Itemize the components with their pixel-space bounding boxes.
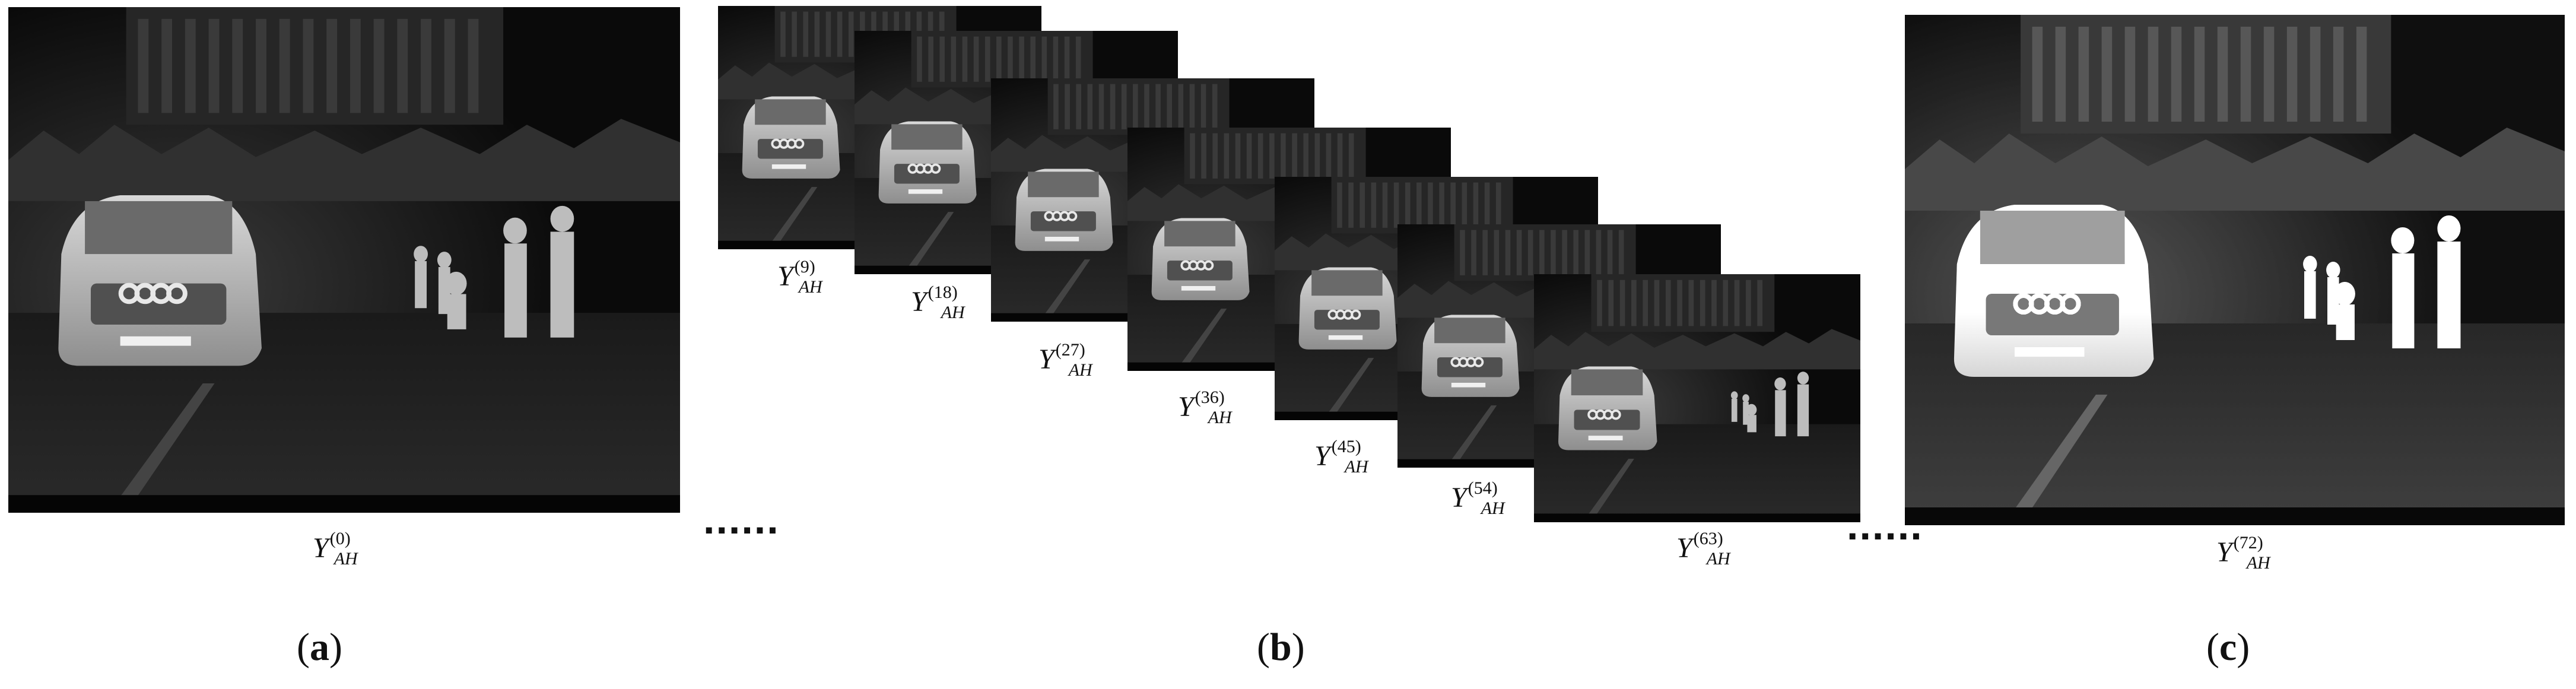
frame-5-caption: Y(45)AH [1314, 437, 1368, 477]
frame-3-caption: Y(27)AH [1038, 340, 1092, 380]
thermal-scene-0 [8, 7, 680, 513]
frame-0-image [8, 7, 680, 513]
frame-4-caption: Y(36)AH [1178, 388, 1232, 427]
frame-6-caption: Y(54)AH [1451, 478, 1505, 518]
panel-label-a: (a) [297, 626, 342, 669]
ellipsis-left: ...... [703, 496, 780, 542]
panel-label-c: (c) [2206, 626, 2250, 669]
thermal-scene-8 [1905, 15, 2565, 525]
frame-1-caption: Y(9)AH [777, 257, 822, 297]
frame-7-caption: Y(63)AH [1676, 529, 1730, 569]
frame-8-caption: Y(72)AH [2216, 533, 2270, 573]
panel-label-b: (b) [1257, 626, 1305, 669]
thermal-scene-7 [1534, 274, 1860, 522]
frame-2-caption: Y(18)AH [911, 282, 965, 322]
frame-8-image [1905, 15, 2565, 525]
frame-7-image [1534, 274, 1860, 522]
frame-0-caption: Y(0)AH [313, 529, 358, 569]
